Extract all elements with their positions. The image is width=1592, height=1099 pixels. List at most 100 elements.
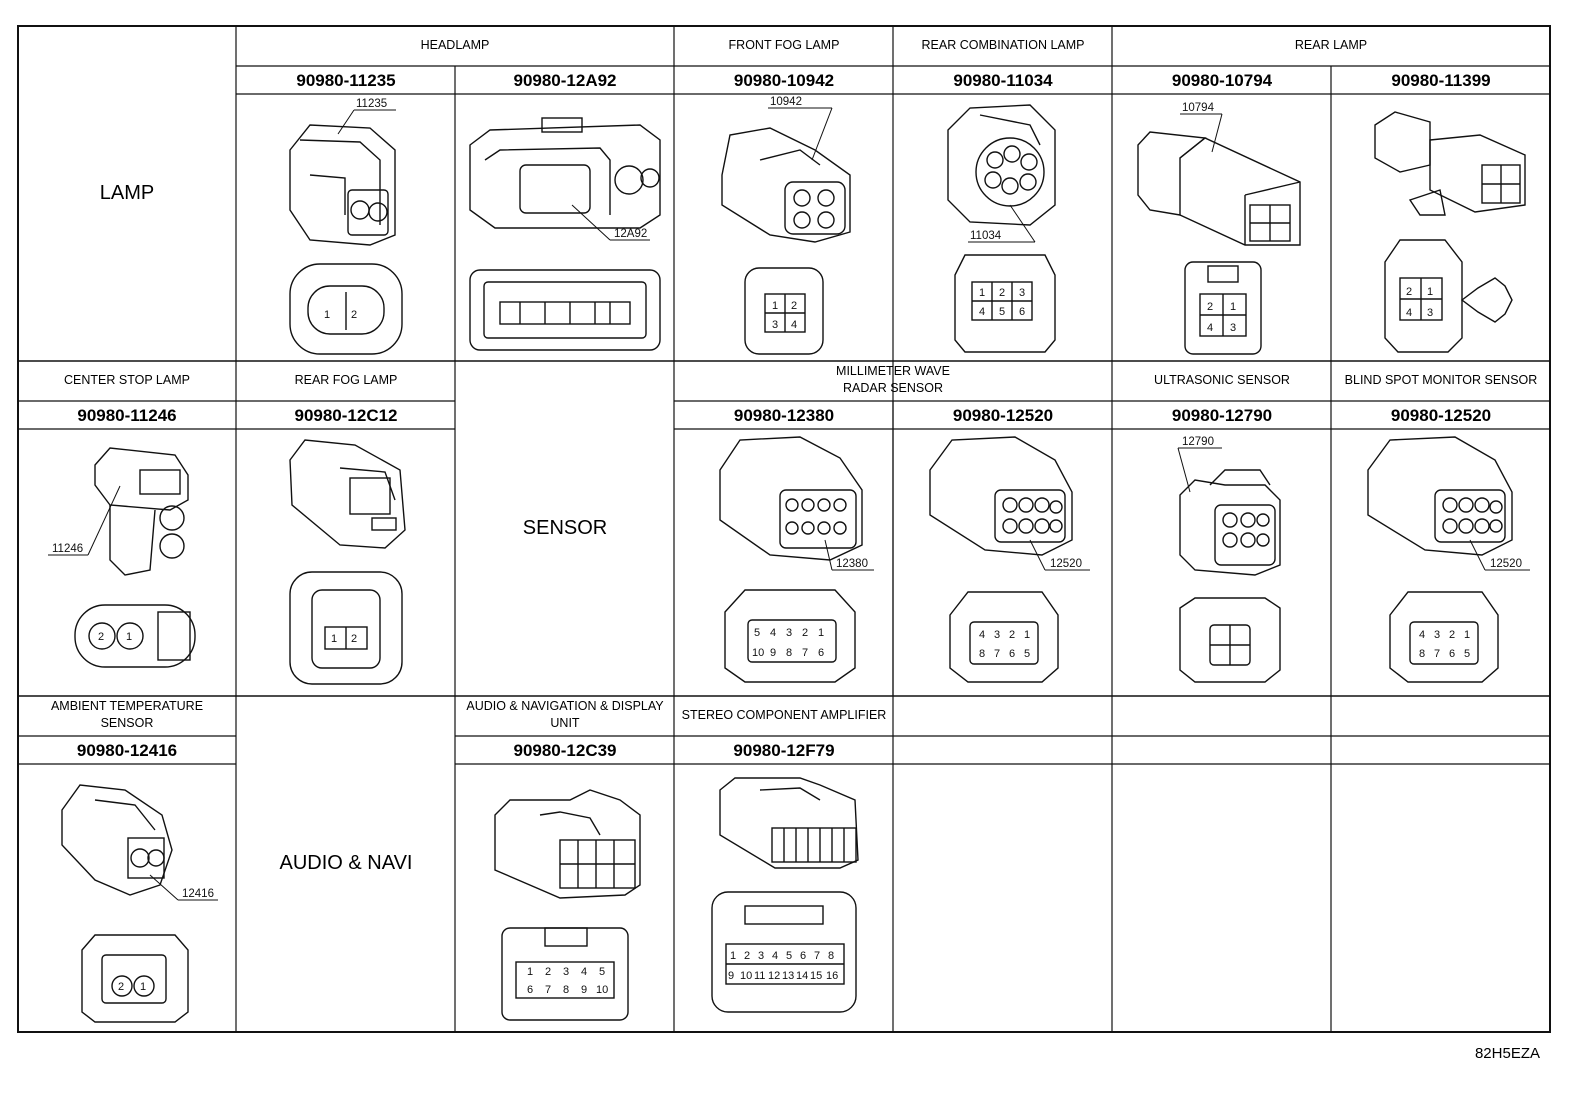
header-headlamp: HEADLAMP (421, 38, 490, 52)
pin-number: 3 (994, 629, 1000, 641)
pin-number: 7 (545, 984, 551, 996)
connector-drawing-12C12 (289, 439, 406, 685)
pin-number: 2 (118, 981, 124, 993)
connector-drawing-12C39 (494, 789, 641, 1021)
pin-number: 8 (1419, 648, 1425, 660)
callout-label: 12A92 (614, 228, 647, 240)
pin-number: 2 (351, 633, 357, 645)
pin-number: 14 (796, 970, 808, 982)
header-audio-nav-line1: AUDIO & NAVIGATION & DISPLAY (466, 699, 664, 713)
pin-number: 2 (791, 300, 797, 312)
pin-number: 11 (754, 970, 765, 982)
pin-number: 9 (581, 984, 587, 996)
pin-number: 1 (979, 287, 985, 299)
part-number: 90980-12C12 (294, 406, 397, 425)
pin-number: 6 (1449, 648, 1455, 660)
pin-number: 4 (1207, 322, 1213, 334)
header-ultrasonic-sensor: ULTRASONIC SENSOR (1154, 373, 1290, 387)
connector-drawing-11246 (74, 447, 196, 668)
connector-drawing-12380 (719, 436, 863, 683)
header-blind-spot-monitor-sensor: BLIND SPOT MONITOR SENSOR (1345, 373, 1538, 387)
part-number: 90980-12416 (77, 741, 177, 760)
pin-number: 1 (331, 633, 337, 645)
part-number: 90980-12A92 (513, 71, 616, 90)
connector-drawing-10794 (1137, 131, 1301, 355)
pin-number: 3 (1230, 322, 1236, 334)
part-number: 90980-11235 (296, 71, 395, 90)
pin-number: 2 (98, 631, 104, 643)
pin-number: 1 (527, 966, 533, 978)
row-label-audio-navi: AUDIO & NAVI (280, 852, 413, 874)
header-rear-combination-lamp: REAR COMBINATION LAMP (922, 38, 1085, 52)
pin-number: 1 (1427, 286, 1433, 298)
connector-drawing-12F79 (711, 777, 859, 1013)
header-mmw-line1: MILLIMETER WAVE (836, 364, 950, 378)
pin-number: 10 (596, 984, 608, 996)
pin-number: 2 (1449, 629, 1455, 641)
pin-number: 7 (1434, 648, 1440, 660)
pin-number: 1 (730, 950, 736, 962)
pin-number: 2 (999, 287, 1005, 299)
header-rear-fog-lamp: REAR FOG LAMP (295, 373, 398, 387)
pin-number: 3 (563, 966, 569, 978)
callout-label: 10942 (770, 96, 802, 108)
pin-number: 4 (581, 966, 587, 978)
pin-number: 4 (772, 950, 778, 962)
pin-number: 1 (140, 981, 146, 993)
pin-number: 13 (782, 970, 794, 982)
part-number: 90980-12380 (734, 406, 834, 425)
connector-drawing-12520-a (929, 436, 1073, 683)
pin-number: 9 (728, 970, 734, 982)
pin-number: 5 (599, 966, 605, 978)
pin-number: 12 (768, 970, 780, 982)
part-number: 90980-12520 (1391, 406, 1491, 425)
part-number: 90980-12520 (953, 406, 1053, 425)
pin-number: 5 (999, 306, 1005, 318)
pin-number: 3 (772, 319, 778, 331)
pin-number: 8 (786, 647, 792, 659)
row-label-sensor: SENSOR (523, 517, 607, 539)
header-ambient-line1: AMBIENT TEMPERATURE (51, 699, 203, 713)
pin-number: 1 (818, 627, 824, 639)
table-frame (17, 25, 1551, 1033)
pin-number: 4 (1406, 307, 1412, 319)
pin-number: 3 (1019, 287, 1025, 299)
pin-number: 6 (800, 950, 806, 962)
pin-number: 4 (979, 629, 985, 641)
pin-number: 2 (802, 627, 808, 639)
pin-number: 5 (786, 950, 792, 962)
pin-number: 1 (324, 309, 330, 321)
part-number: 90980-11034 (953, 71, 1053, 90)
header-front-fog-lamp: FRONT FOG LAMP (729, 38, 840, 52)
callout-label: 12520 (1050, 558, 1082, 570)
connector-drawing-12A92 (469, 117, 661, 351)
pin-number: 1 (1230, 301, 1236, 313)
pin-number: 7 (994, 648, 1000, 660)
callout-label: 12790 (1182, 436, 1214, 448)
header-stereo-component-amplifier: STEREO COMPONENT AMPLIFIER (682, 708, 887, 722)
pin-number: 6 (1019, 306, 1025, 318)
part-number: 90980-11399 (1391, 71, 1490, 90)
callout-label: 12380 (836, 558, 868, 570)
pin-number: 15 (810, 970, 822, 982)
part-number: 90980-11246 (77, 406, 176, 425)
pin-number: 8 (563, 984, 569, 996)
pin-number: 2 (351, 309, 357, 321)
pin-number: 2 (1009, 629, 1015, 641)
pin-number: 6 (818, 647, 824, 659)
pin-number: 3 (786, 627, 792, 639)
callout-label: 10794 (1182, 102, 1215, 114)
pin-number: 1 (772, 300, 778, 312)
pin-number: 10 (752, 647, 764, 659)
callout-label: 11034 (970, 230, 1002, 242)
pin-number: 1 (1464, 629, 1470, 641)
pin-number: 7 (814, 950, 820, 962)
pin-number: 4 (1419, 629, 1425, 641)
pin-number: 5 (1464, 648, 1470, 660)
pin-number: 2 (1207, 301, 1213, 313)
pin-number: 2 (545, 966, 551, 978)
connector-drawing-10942 (721, 127, 851, 355)
pin-number: 7 (802, 647, 808, 659)
callout-label: 11235 (356, 98, 387, 110)
